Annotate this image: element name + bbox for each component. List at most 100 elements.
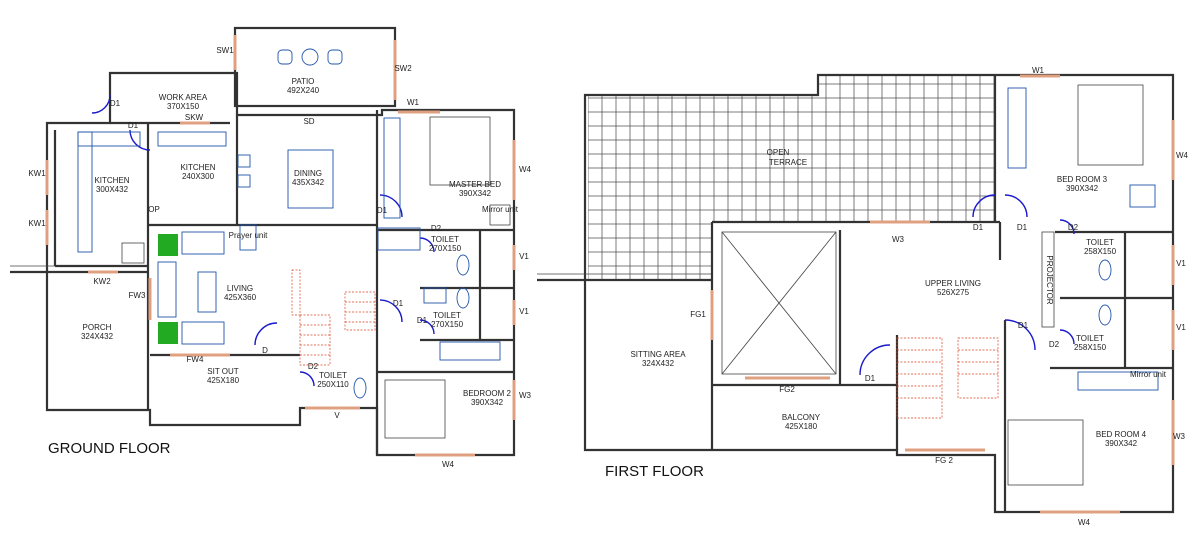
patio-chair <box>327 49 343 65</box>
plan-tag: V1 <box>519 252 529 261</box>
door-d1 <box>379 299 403 323</box>
door-d1 <box>859 344 891 376</box>
door-d <box>254 322 278 346</box>
room-name: WORK AREA <box>159 93 208 102</box>
room-size: 258X150 <box>1074 343 1107 352</box>
plan-tag: D <box>262 346 268 355</box>
planter <box>158 234 178 256</box>
room-size: 324X432 <box>642 359 675 368</box>
room-name: SITTING AREA <box>630 350 686 359</box>
room-size: 390X342 <box>1105 439 1138 448</box>
room-name: TOILET <box>1086 238 1114 247</box>
plan-tag: SW1 <box>216 46 234 55</box>
plan-tag: SW2 <box>394 64 412 73</box>
room-size: 390X342 <box>459 189 492 198</box>
first-floor-plan <box>537 73 1175 514</box>
room-name: PORCH <box>83 323 112 332</box>
room-name: LIVING <box>227 284 253 293</box>
plan-tag: D1 <box>1017 223 1028 232</box>
plan-tag: FG1 <box>690 310 706 319</box>
room-name: BED ROOM 4 <box>1096 430 1147 439</box>
room-size: 270X150 <box>429 244 462 253</box>
kitchen-counter <box>77 131 93 253</box>
room-name: PATIO <box>292 77 315 86</box>
room-name: TOILET <box>431 235 459 244</box>
sofa <box>181 231 225 255</box>
plan-tag: SKW <box>185 113 204 122</box>
first-floor-outer-wall <box>583 73 1175 514</box>
plan-tag: FW4 <box>187 355 204 364</box>
room-name: SIT OUT <box>207 367 239 376</box>
kitchen-counter <box>157 131 227 147</box>
plan-tag: W3 <box>1173 432 1186 441</box>
washbasin <box>423 287 447 304</box>
room-name: TOILET <box>1076 334 1104 343</box>
room-size: 324X432 <box>81 332 114 341</box>
bed <box>1077 84 1144 166</box>
plan-tag: D1 <box>973 223 984 232</box>
ground-floor-title: GROUND FLOOR <box>48 440 171 457</box>
door-d1 <box>379 194 403 218</box>
room-size: 370X150 <box>167 102 200 111</box>
room-name: MASTER BED <box>449 180 501 189</box>
sofa <box>181 321 225 345</box>
room-name: OPEN <box>767 148 790 157</box>
room-size: 240X300 <box>182 172 215 181</box>
door-d2 <box>419 237 435 253</box>
mirror-unit <box>489 204 511 226</box>
door-d1 <box>972 194 996 218</box>
room-size: 435X342 <box>292 178 325 187</box>
sofa <box>157 261 177 318</box>
plan-tag: OP <box>148 205 160 214</box>
plan-tag: D1 <box>128 121 139 130</box>
plan-tag: FG2 <box>779 385 795 394</box>
room-size: 526X275 <box>937 288 970 297</box>
room-size: 425X360 <box>224 293 257 302</box>
plan-tag: D1 <box>865 374 876 383</box>
plan-tag: D1 <box>417 316 428 325</box>
plan-tag: W4 <box>1078 518 1091 527</box>
room-size: 390X342 <box>1066 184 1099 193</box>
room-name: KITCHEN <box>94 176 129 185</box>
plan-tag: KW1 <box>28 219 46 228</box>
dining-table <box>287 149 334 209</box>
plan-tag: D2 <box>1068 223 1079 232</box>
room-name: TOILET <box>433 311 461 320</box>
room-name: BED ROOM 3 <box>1057 175 1108 184</box>
wc <box>1098 304 1112 326</box>
door-d1 <box>129 129 151 151</box>
room-size: 250X110 <box>317 380 349 389</box>
plan-tag: FG 2 <box>935 456 953 465</box>
plan-tag: KW2 <box>93 277 111 286</box>
plan-tag: SD <box>303 117 314 126</box>
room-size: 270X150 <box>431 320 464 329</box>
door-d2 <box>1059 219 1075 235</box>
fridge <box>121 242 145 264</box>
terrace-tiles <box>588 76 995 280</box>
wardrobe <box>439 341 501 361</box>
plan-tag: W4 <box>519 165 532 174</box>
tv-unit <box>291 269 301 316</box>
door-d1 <box>1004 194 1028 218</box>
first-floor-title: FIRST FLOOR <box>605 463 704 480</box>
washbasin <box>377 227 421 251</box>
plan-tag: V1 <box>1176 259 1186 268</box>
staircase <box>896 337 999 419</box>
room-name: KITCHEN <box>180 163 215 172</box>
center-table <box>197 271 217 313</box>
dining-chair <box>237 154 251 168</box>
plan-tag: D2 <box>431 224 442 233</box>
bed <box>384 379 446 439</box>
dining-chair <box>237 174 251 188</box>
wc <box>353 377 367 399</box>
patio-chair <box>277 49 293 65</box>
prayer-unit <box>239 224 257 251</box>
room-name: BALCONY <box>782 413 821 422</box>
room-name: TOILET <box>319 371 347 380</box>
plan-tag: D1 <box>377 206 388 215</box>
room-size: 425X180 <box>785 422 818 431</box>
study-table <box>1129 184 1156 208</box>
wc <box>456 287 470 309</box>
plan-tag: W3 <box>519 391 532 400</box>
